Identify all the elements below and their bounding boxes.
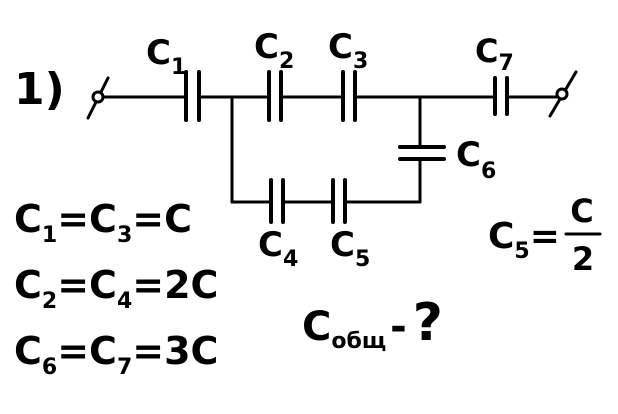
capacitor-c4 <box>269 178 285 224</box>
label-c5: C5 <box>330 225 370 272</box>
equation-c5: C5= C 2 <box>488 192 602 278</box>
capacitor-c6 <box>398 145 446 161</box>
capacitor-c1 <box>184 70 201 122</box>
label-c4: C4 <box>258 225 298 272</box>
capacitor-c2 <box>267 70 283 122</box>
svg-text:C5=: C5= <box>488 216 560 264</box>
label-c7: C7 <box>475 32 514 76</box>
label-c6: C6 <box>456 135 496 184</box>
equation-c2-c4: C2=C4=2C <box>14 263 218 314</box>
wires <box>101 95 559 204</box>
fraction-numerator: C <box>570 192 593 230</box>
equation-c1-c3: C1=C3=C <box>14 197 192 248</box>
right-terminal <box>548 70 578 118</box>
equation-c6-c7: C6=C7=3C <box>14 329 218 380</box>
label-c1: C1 <box>146 33 186 80</box>
capacitor-c3 <box>341 70 357 122</box>
question-total-capacitance: Cобщ-? <box>302 293 443 354</box>
capacitor-c5 <box>331 178 347 224</box>
problem-number: 1) <box>14 64 65 115</box>
label-c3: C3 <box>328 27 368 74</box>
capacitor-c7 <box>493 76 509 116</box>
label-c2: C2 <box>254 27 294 74</box>
fraction-denominator: 2 <box>572 240 594 278</box>
